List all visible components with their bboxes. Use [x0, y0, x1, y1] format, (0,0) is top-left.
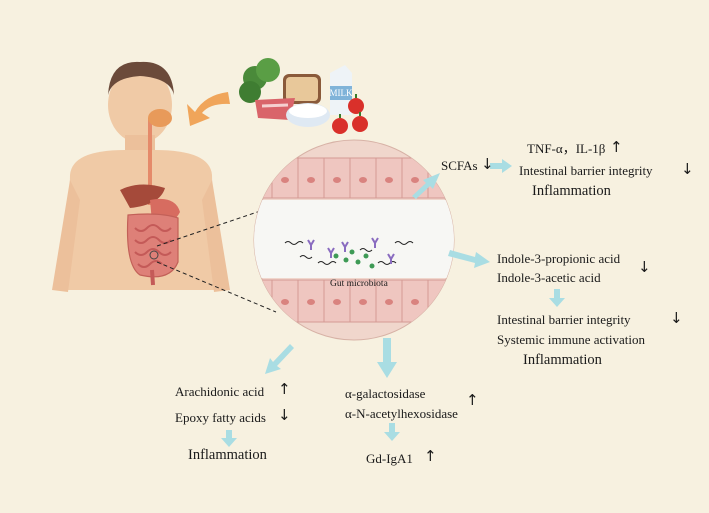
scfa-barrier-down-arrow-icon: ↓ — [681, 160, 694, 178]
scfa-inflammation-label: Inflammation — [532, 183, 611, 199]
galactosidase-label: α-galactosidase — [345, 386, 426, 401]
epoxy-down-arrow-icon: ↓ — [278, 406, 291, 424]
scfa-barrier-label: Intestinal barrier integrity — [519, 163, 653, 178]
intestine-zoom-circle — [253, 139, 455, 341]
iga-up-arrow-icon: ↑ — [424, 447, 437, 465]
orange-arrow-icon — [187, 92, 230, 126]
indole-inflammation-label: Inflammation — [523, 352, 602, 368]
gd-iga1-label: Gd-IgA1 — [366, 451, 413, 466]
flow-arrows — [221, 159, 565, 447]
indole-barrier-down-arrow-icon: ↓ — [670, 309, 683, 327]
tnf-up-arrow-icon: ↑ — [610, 138, 623, 156]
gut-microbiota-label: Gut microbiota — [330, 279, 388, 289]
human-figure-icon — [52, 61, 230, 292]
epoxy-fatty-acids-label: Epoxy fatty acids — [175, 410, 266, 425]
immune-activation-label: Systemic immune activation — [497, 332, 646, 347]
lipid-inflammation-label: Inflammation — [188, 447, 267, 463]
indole-barrier-label: Intestinal barrier integrity — [497, 312, 631, 327]
indole-propionic-label: Indole-3-propionic acid — [497, 251, 621, 266]
scfa-down-arrow-icon: ↓ — [481, 155, 494, 173]
enzyme-up-arrow-icon: ↑ — [466, 391, 479, 409]
food-icon: MILK — [239, 58, 368, 134]
indole-acetic-label: Indole-3-acetic acid — [497, 270, 601, 285]
tnf-il1b-label: TNF-α，IL-1β — [527, 141, 606, 156]
hexosidase-label: α-N-acetylhexosidase — [345, 406, 458, 421]
arachidonic-up-arrow-icon: ↑ — [278, 380, 291, 398]
indole-down-arrow-icon: ↓ — [638, 258, 651, 276]
scfa-label: SCFAs — [441, 158, 478, 173]
microbe-icon — [284, 241, 414, 265]
arachidonic-acid-label: Arachidonic acid — [175, 384, 265, 399]
milk-text: MILK — [330, 88, 353, 98]
